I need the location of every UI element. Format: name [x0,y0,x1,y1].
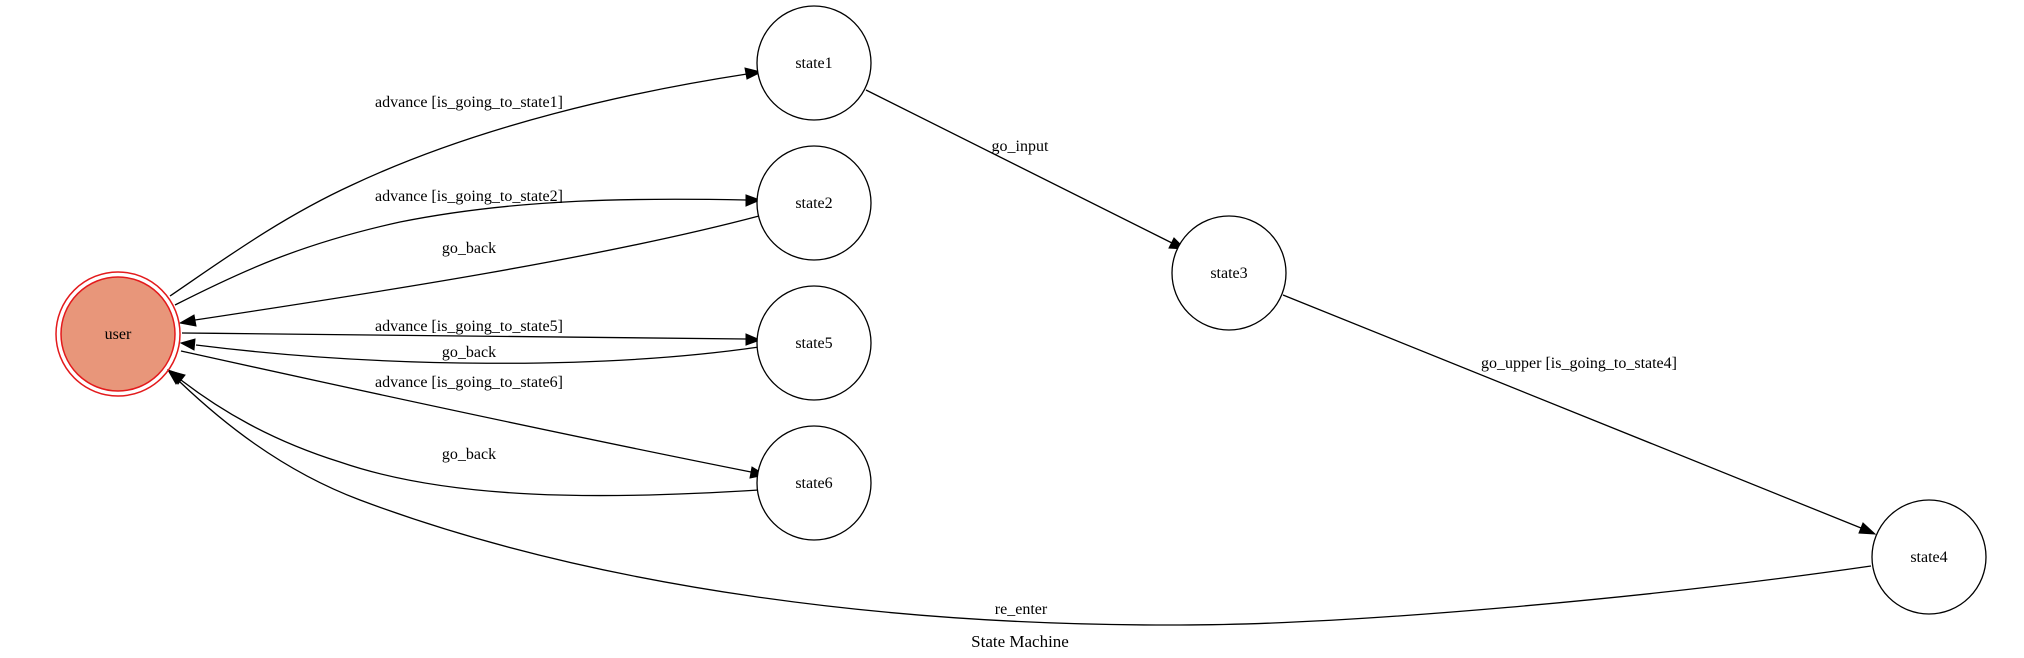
edge-label: advance [is_going_to_state1] [375,94,563,111]
node-label: state4 [1910,549,1947,566]
edge-line [865,89,1173,244]
node-state1: state1 [756,5,872,121]
edge-user-to-state5: advance [is_going_to_state5] [181,318,762,346]
edge-line [169,73,748,297]
edge-label: go_input [992,138,1049,155]
node-circle [756,425,872,541]
arrowhead [178,314,197,327]
diagram-caption: State Machine [971,632,1069,651]
node-label: user [105,326,132,343]
arrowhead [745,194,762,207]
node-state5: state5 [756,285,872,401]
node-circle [756,5,872,121]
node-state2: state2 [756,145,872,261]
edge-label: advance [is_going_to_state2] [375,188,563,205]
node-state6: state6 [756,425,872,541]
edge-state3-to-state4: go_upper [is_going_to_state4] [1282,294,1877,535]
node-user: user [55,271,181,397]
node-circle [756,285,872,401]
arrowhead [166,369,184,385]
edge-line [195,344,760,364]
edge-label: go_upper [is_going_to_state4] [1481,355,1677,372]
edge-label: advance [is_going_to_state5] [375,318,563,335]
edge-line [194,215,760,321]
edge-label: go_back [442,446,496,463]
arrowhead [179,338,196,351]
edge-state4-to-user: re_enter [166,369,1872,626]
node-state3: state3 [1171,215,1287,331]
node-circle [60,276,176,392]
arrowhead [744,67,763,80]
node-state4: state4 [1871,499,1987,615]
edge-label: re_enter [995,601,1048,618]
edges: advance [is_going_to_state1] advance [is… [166,67,1877,626]
node-label: state1 [795,55,832,72]
node-label: state3 [1210,265,1247,282]
edge-state5-to-user: go_back [179,338,760,364]
edge-line [179,381,1872,626]
edge-line [181,332,747,340]
edge-line [180,379,760,497]
arrowhead [745,333,762,346]
edge-label: go_back [442,344,496,361]
node-label: state2 [795,195,832,212]
edge-label: advance [is_going_to_state6] [375,374,563,391]
edge-line [1282,294,1862,529]
edge-state1-to-state3: go_input [865,89,1187,250]
node-outer-ring [55,271,181,397]
node-label: state5 [795,335,832,352]
node-circle [1171,215,1287,331]
edge-line [174,198,747,306]
edge-state2-to-user: go_back [178,215,760,327]
edge-user-to-state2: advance [is_going_to_state2] [174,188,762,306]
nodes: user state1 state2 state5 state6 state3 [55,5,1987,615]
edge-user-to-state1: advance [is_going_to_state1] [169,67,763,297]
node-circle [1871,499,1987,615]
edge-label: go_back [442,240,496,257]
arrowhead [1858,522,1877,535]
edge-line [180,350,752,473]
node-circle [756,145,872,261]
node-label: state6 [795,475,832,492]
